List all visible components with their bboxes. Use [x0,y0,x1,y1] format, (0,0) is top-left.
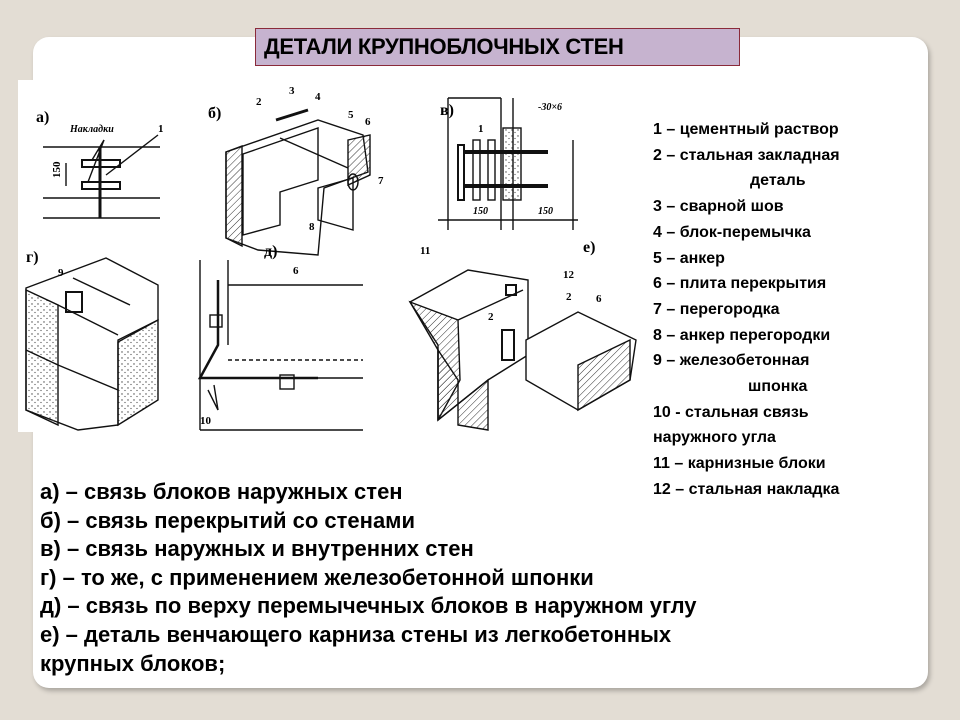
slide-title: ДЕТАЛИ КРУПНОБЛОЧНЫХ СТЕН [255,28,740,66]
svg-text:1: 1 [478,123,484,135]
svg-text:5: 5 [348,109,354,121]
caption: а) – связь блоков наружных стен [40,479,403,504]
svg-text:б): б) [208,105,221,122]
svg-text:2: 2 [566,291,572,303]
svg-text:7: 7 [378,175,384,187]
svg-text:150: 150 [51,161,63,178]
svg-text:2: 2 [488,311,494,323]
drawing-labels: а) Накладки 1 150 б) 2 3 4 5 6 7 8 в) -3… [26,85,602,427]
caption: е) – деталь венчающего карниза стены из … [40,621,672,647]
svg-text:1: 1 [158,123,164,135]
legend-item: 6 – плита перекрытия [653,275,827,293]
legend-item: шпонка [748,378,808,396]
svg-text:10: 10 [200,415,212,427]
detail-g [25,257,159,431]
svg-text:150: 150 [473,206,488,217]
svg-text:8: 8 [309,221,315,233]
svg-text:6: 6 [365,116,371,128]
detail-b [225,108,371,256]
legend-item: деталь [750,172,806,190]
svg-text:Накладки: Накладки [69,124,114,135]
svg-text:4: 4 [315,91,321,103]
legend-item: наружного угла [653,429,776,447]
caption: д) – связь по верху перемычечных блоков … [40,593,697,619]
caption: в) – связь наружных и внутренних стен [40,536,474,562]
svg-text:г): г) [26,249,39,266]
svg-text:2: 2 [256,96,262,108]
captions: а) – связь блоков наружных стен б) – свя… [40,478,920,678]
caption: б) – связь перекрытий со стенами [40,507,415,533]
legend-item: 10 - стальная связь [653,403,809,421]
svg-text:9: 9 [58,267,64,279]
legend-item: 8 – анкер перегородки [653,326,831,344]
svg-text:3: 3 [289,85,295,97]
legend-item: 9 – железобетонная [653,352,810,370]
legend: 1 – цементный раствор 2 – стальная закла… [653,117,913,503]
technical-drawing: а) Накладки 1 150 б) 2 3 4 5 6 7 8 в) -3… [18,80,640,432]
caption: крупных блоков; [40,650,226,676]
svg-text:-30×6: -30×6 [538,102,562,113]
legend-item: 3 – сварной шов [653,198,784,216]
svg-text:11: 11 [420,245,430,257]
svg-text:12: 12 [563,269,575,281]
svg-text:6: 6 [596,293,602,305]
svg-text:в): в) [440,102,454,119]
legend-item: 12 – стальная накладка [653,480,840,498]
legend-item: 1 – цементный раствор [653,121,839,138]
detail-a [43,134,160,219]
detail-e [408,269,637,431]
legend-item: 2 – стальная закладная [653,146,840,164]
svg-text:6: 6 [293,265,299,277]
legend-item: 5 – анкер [653,249,725,267]
legend-item: 7 – перегородка [653,300,780,318]
svg-text:а): а) [36,109,49,126]
caption: г) – то же, с применением железобетонной… [40,564,594,590]
legend-item: 4 – блок-перемычка [653,223,811,241]
svg-text:д): д) [264,243,277,260]
legend-item: 11 – карнизные блоки [653,455,826,473]
svg-text:150: 150 [538,206,553,217]
svg-text:е): е) [583,239,595,256]
wall-details-drawing: а) Накладки 1 150 б) 2 3 4 5 6 7 8 в) -3… [25,85,637,431]
detail-d [197,260,363,431]
detail-v [438,97,578,230]
